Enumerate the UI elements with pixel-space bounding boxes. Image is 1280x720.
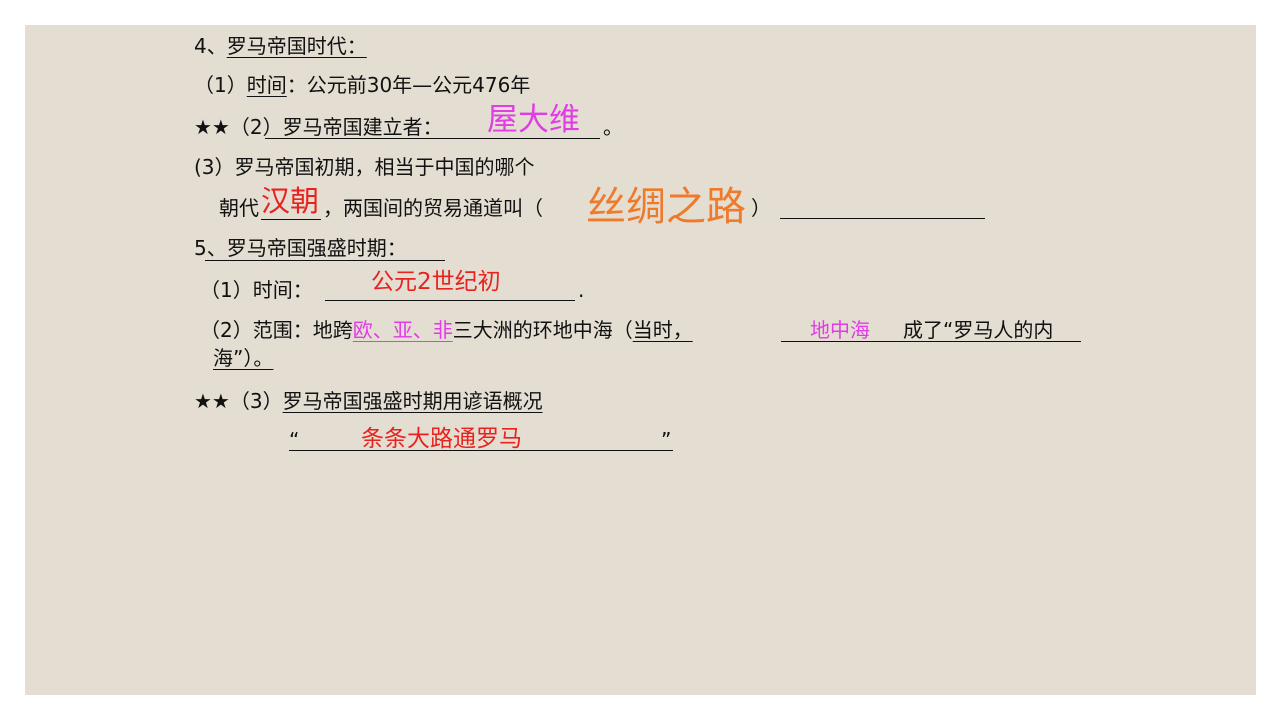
s4-q3-answer1: 汉朝 bbox=[261, 184, 320, 218]
s5-q1-end: . bbox=[578, 278, 585, 302]
s4-q2-prefix: （ bbox=[229, 115, 250, 139]
s4-q2-end: 。 bbox=[603, 115, 623, 139]
s5-q2-answer2: 地中海 bbox=[810, 318, 870, 342]
s4-q3-line1: (3）罗马帝国初期，相当于中国的哪个 bbox=[194, 155, 535, 179]
s5-q2-underline bbox=[781, 341, 1081, 342]
s5-q3-underline bbox=[289, 450, 673, 451]
s5-q3-answer: 条条大路通罗马 bbox=[361, 426, 522, 452]
s5-q2-line2-text: 海”）。 bbox=[213, 346, 274, 370]
s5-q3-prefix: （3） bbox=[229, 389, 283, 413]
s5-q3-open-quote: “ bbox=[289, 428, 300, 452]
section-5-title: 5、罗马帝国强盛时期： bbox=[194, 236, 407, 260]
s4-q1-label: 时间 bbox=[246, 73, 287, 97]
section-4-number: 4、 bbox=[194, 34, 227, 58]
section-5-underline bbox=[205, 260, 445, 261]
s4-q1-line: （1）时间：公元前30年—公元476年 bbox=[194, 72, 530, 98]
s4-q3-underline1 bbox=[261, 219, 321, 220]
s4-q3-pre: 朝代 bbox=[219, 196, 259, 220]
s5-q3-label: 罗马帝国强盛时期用谚语概况 bbox=[282, 389, 543, 413]
section-4-title: 4、罗马帝国时代： bbox=[194, 33, 367, 59]
s5-q2-line2: 海”）。 bbox=[213, 345, 273, 371]
s4-q1-prefix: （1） bbox=[194, 73, 247, 97]
s5-q1-prefix: （1）时间： bbox=[200, 278, 313, 302]
s5-q2-prefix: （2）范围：地跨 bbox=[200, 318, 353, 342]
s5-q2-answer1: 欧、亚、非 bbox=[352, 318, 453, 342]
s5-q1-answer: 公元2世纪初 bbox=[371, 269, 501, 295]
s4-q3-answer2: 丝绸之路 bbox=[586, 184, 746, 230]
s4-q3-mid: ，两国间的贸易通道叫（ bbox=[323, 196, 543, 220]
s5-q2-line1: （2）范围：地跨欧、亚、非三大洲的环地中海（当时， bbox=[200, 317, 693, 343]
s4-q2-answer: 屋大维 bbox=[487, 102, 580, 138]
star-icon: ★★ bbox=[194, 115, 230, 139]
s5-q2-when: 当时， bbox=[632, 318, 693, 342]
s5-q3-line: ★★（3）罗马帝国强盛时期用谚语概况 bbox=[194, 388, 543, 414]
s4-q2-label: 2）罗马帝国建立者： bbox=[249, 115, 443, 139]
s4-q3-close: ） bbox=[751, 196, 771, 220]
s5-q3-close-quote: ” bbox=[661, 428, 672, 452]
slide: 4、罗马帝国时代： （1）时间：公元前30年—公元476年 ★★（2）罗马帝国建… bbox=[25, 25, 1256, 695]
s4-q3-underline2 bbox=[780, 218, 985, 219]
s5-q1-underline bbox=[325, 300, 575, 301]
s4-q1-rest: ：公元前30年—公元476年 bbox=[286, 73, 531, 97]
section-4-heading: 罗马帝国时代： bbox=[226, 34, 367, 58]
s5-q2-rest: 成了“罗马人的内 bbox=[903, 318, 1054, 342]
star-icon: ★★ bbox=[194, 389, 230, 413]
s4-q2-line: ★★（2）罗马帝国建立者： bbox=[194, 114, 443, 140]
s4-q2-underline bbox=[265, 138, 600, 139]
s5-q2-mid: 三大洲的环地中海（ bbox=[452, 318, 633, 342]
